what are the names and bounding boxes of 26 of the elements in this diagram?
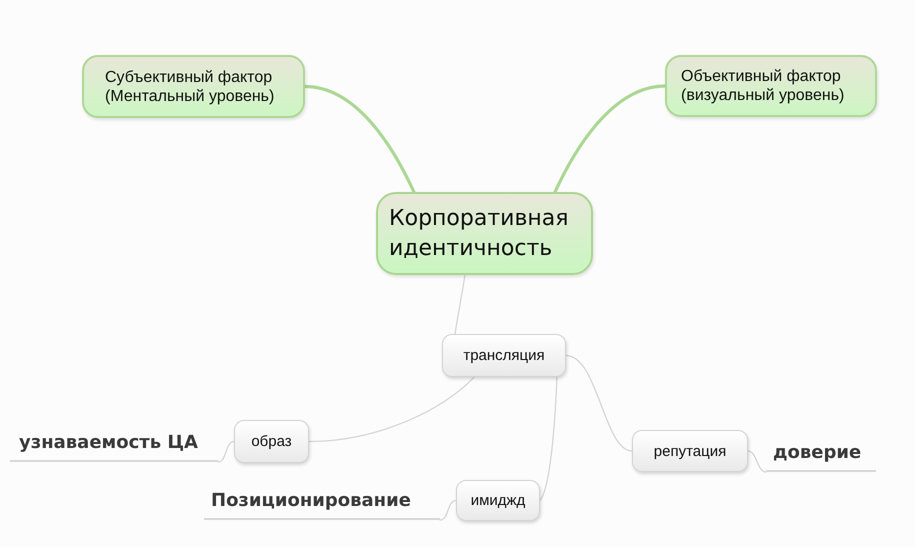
connector-line (747, 450, 767, 473)
central-topic-text: Корпоративная идентичность (389, 204, 570, 262)
connector-line (308, 376, 475, 442)
topic-label: узнаваемость ЦА (19, 432, 198, 452)
subtopic-text: репутация (654, 442, 726, 460)
connector-line (217, 440, 235, 463)
topic-text: Субъективный фактор (Ментальный уровень) (105, 68, 276, 106)
topic-label: Позиционирование (211, 490, 411, 510)
subtopic-text: трансляция (463, 347, 545, 364)
topic-text: Объективный фактор (визуальный уровень) (681, 67, 846, 105)
connector-line (454, 274, 466, 335)
subtopic-text: имиджд (470, 492, 526, 509)
topic-box (82, 55, 305, 118)
connector-line (439, 500, 457, 521)
subtopic-text: образ (251, 433, 292, 450)
connector-line (565, 354, 633, 452)
subtopic-box (632, 430, 748, 472)
topic-label: доверие (773, 442, 862, 462)
connector-line (303, 84, 416, 194)
subtopic-box (456, 480, 540, 521)
subtopic-box (442, 334, 566, 377)
central-topic-box (376, 192, 593, 275)
topic-box (665, 55, 877, 117)
connector-line (553, 84, 667, 194)
subtopic-box (234, 420, 309, 463)
connector-line (539, 376, 558, 502)
